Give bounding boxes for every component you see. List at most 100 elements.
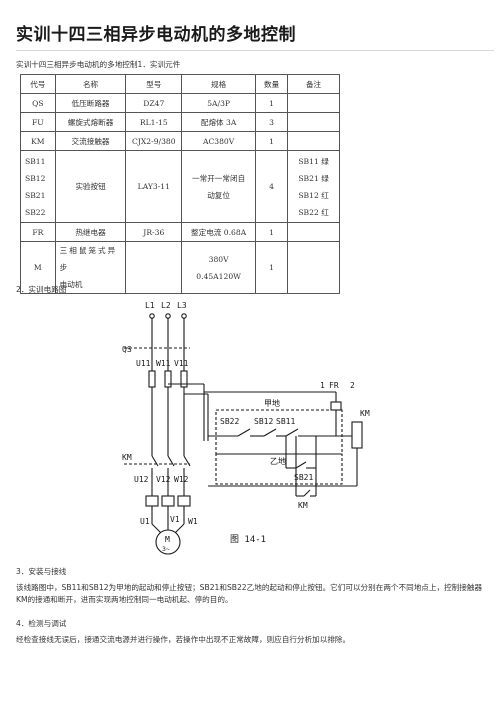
terminal-label: U12 xyxy=(134,475,149,484)
cell-name: 三相鼠笼式异步 电动机 xyxy=(54,241,127,294)
note-item: SB12 红 xyxy=(298,190,329,200)
cell-name: 低压断路器 xyxy=(54,93,127,113)
paragraph-wiring: 该线路图中，SB11和SB12为甲地的起动和停止按钮；SB21和SB22乙地的起… xyxy=(16,583,483,604)
figure-caption: 图 14-1 xyxy=(230,534,266,545)
title-divider xyxy=(16,50,494,51)
terminal-label: W11 xyxy=(156,359,171,368)
motor-phase-label: 3~ xyxy=(162,545,170,553)
cell-spec: 整定电流 0.68A xyxy=(181,222,257,242)
cell-name: 实验按钮 xyxy=(54,150,127,223)
table-row: FU 螺旋式熔断器 RL1-15 配熔体 3A 3 xyxy=(20,112,340,132)
terminal-label: V11 xyxy=(174,359,189,368)
cell-qty: 4 xyxy=(255,150,289,223)
km-main-label: KM xyxy=(122,453,132,462)
header-qty: 数量 xyxy=(255,74,289,94)
spec-line: 动复位 xyxy=(207,190,230,200)
cell-qty: 3 xyxy=(255,112,289,132)
cell-qty: 1 xyxy=(255,222,289,242)
code-item: SB12 xyxy=(25,173,46,183)
section-1-heading: 实训十四三相异步电动机的多地控制1．实训元件 xyxy=(16,60,181,69)
cell-note xyxy=(287,131,340,151)
fr-label: FR xyxy=(329,381,339,390)
cell-spec: 配熔体 3A xyxy=(181,112,257,132)
terminal-label: U1 xyxy=(140,517,150,526)
km-aux-label: KM xyxy=(298,501,308,510)
km-coil-label: KM xyxy=(360,409,370,418)
cell-code: FU xyxy=(20,112,56,132)
header-code: 代号 xyxy=(20,74,56,94)
cell-name: 螺旋式熔断器 xyxy=(54,112,127,132)
spec-line: 一常开一常闭自 xyxy=(192,173,246,183)
fr-terminal: 1 xyxy=(320,381,325,390)
code-item: SB22 xyxy=(25,207,46,217)
cell-code: KM xyxy=(20,131,56,151)
circuit-svg: L1 L2 L3 QS U11 W11 V11 1 FR 2 甲地 SB22 S… xyxy=(122,301,370,555)
cell-note-list: SB11 绿 SB21 绿 SB12 红 SB22 红 xyxy=(287,150,340,223)
fr-terminal: 2 xyxy=(350,381,355,390)
spec-line: 380V xyxy=(208,254,229,264)
cell-code-list: SB11 SB12 SB21 SB22 xyxy=(20,150,56,223)
location-a-label: 甲地 xyxy=(264,398,280,408)
section-3-heading: 3．安装与接线 xyxy=(16,567,67,576)
phase-label: L2 xyxy=(161,301,171,310)
cell-code: M xyxy=(20,241,56,294)
cell-model: RL1-15 xyxy=(125,112,183,132)
code-item: SB11 xyxy=(25,156,46,166)
table-row: KM 交流接触器 CJX2-9/380 AC380V 1 xyxy=(20,131,340,151)
cell-qty: 1 xyxy=(255,131,289,151)
header-spec: 规格 xyxy=(181,74,257,94)
button-label: SB21 xyxy=(294,473,313,482)
note-item: SB21 绿 xyxy=(298,173,329,183)
location-b-label: 乙地 xyxy=(270,456,286,466)
cell-spec: 380V 0.45A120W xyxy=(181,241,257,294)
header-note: 备注 xyxy=(287,74,340,94)
cell-code: FR xyxy=(20,222,56,242)
cell-model: LAY3-11 xyxy=(125,150,183,223)
section-2-heading: 2．实训电路图 xyxy=(16,285,67,294)
page-title: 实训十四三相异步电动机的多地控制 xyxy=(16,25,296,45)
cell-qty: 1 xyxy=(255,93,289,113)
spec-line: 0.45A120W xyxy=(196,271,241,281)
equipment-table: 代号 名称 型号 规格 数量 备注 QS 低压断路器 DZ47 5A/3P 1 … xyxy=(20,74,340,294)
cell-spec: 一常开一常闭自 动复位 xyxy=(181,150,257,223)
cell-note xyxy=(287,241,340,294)
button-label: SB22 xyxy=(220,417,239,426)
paragraph-testing: 经检查接线无误后，接通交流电源并进行操作，若操作中出现不正常故障，则应自行分析加… xyxy=(16,635,351,644)
code-item: SB21 xyxy=(25,190,46,200)
terminal-label: V12 xyxy=(156,475,171,484)
button-label: SB12 xyxy=(254,417,273,426)
cell-note xyxy=(287,93,340,113)
terminal-label: U11 xyxy=(136,359,151,368)
table-row-buttons: SB11 SB12 SB21 SB22 实验按钮 LAY3-11 一常开一常闭自… xyxy=(20,150,340,223)
header-model: 型号 xyxy=(125,74,183,94)
section-4-heading: 4．检测与调试 xyxy=(16,619,67,628)
terminal-label: W1 xyxy=(188,517,198,526)
header-name: 名称 xyxy=(54,74,127,94)
phase-label: L1 xyxy=(145,301,155,310)
name-line: 电动机 xyxy=(59,280,83,289)
note-item: SB11 绿 xyxy=(298,156,329,166)
cell-note xyxy=(287,222,340,242)
cell-name: 热继电器 xyxy=(54,222,127,242)
circuit-diagram: L1 L2 L3 QS U11 W11 V11 1 FR 2 甲地 SB22 S… xyxy=(120,296,380,564)
terminal-label: W12 xyxy=(174,475,189,484)
table-row: FR 热继电器 JR-36 整定电流 0.68A 1 xyxy=(20,222,340,242)
cell-model: JR-36 xyxy=(125,222,183,242)
cell-model: CJX2-9/380 xyxy=(125,131,183,151)
terminal-label: V1 xyxy=(170,515,180,524)
qs-label: QS xyxy=(122,345,132,354)
button-label: SB11 xyxy=(276,417,295,426)
cell-name: 交流接触器 xyxy=(54,131,127,151)
cell-code: QS xyxy=(20,93,56,113)
table-row-motor: M 三相鼠笼式异步 电动机 380V 0.45A120W 1 xyxy=(20,241,340,294)
table-header-row: 代号 名称 型号 规格 数量 备注 xyxy=(20,74,340,94)
cell-qty: 1 xyxy=(255,241,289,294)
cell-spec: 5A/3P xyxy=(181,93,257,113)
motor-label: M xyxy=(165,535,170,544)
cell-spec: AC380V xyxy=(181,131,257,151)
name-line: 三相鼠笼式异步 xyxy=(59,246,118,272)
cell-model: DZ47 xyxy=(125,93,183,113)
cell-note xyxy=(287,112,340,132)
note-item: SB22 红 xyxy=(298,207,329,217)
